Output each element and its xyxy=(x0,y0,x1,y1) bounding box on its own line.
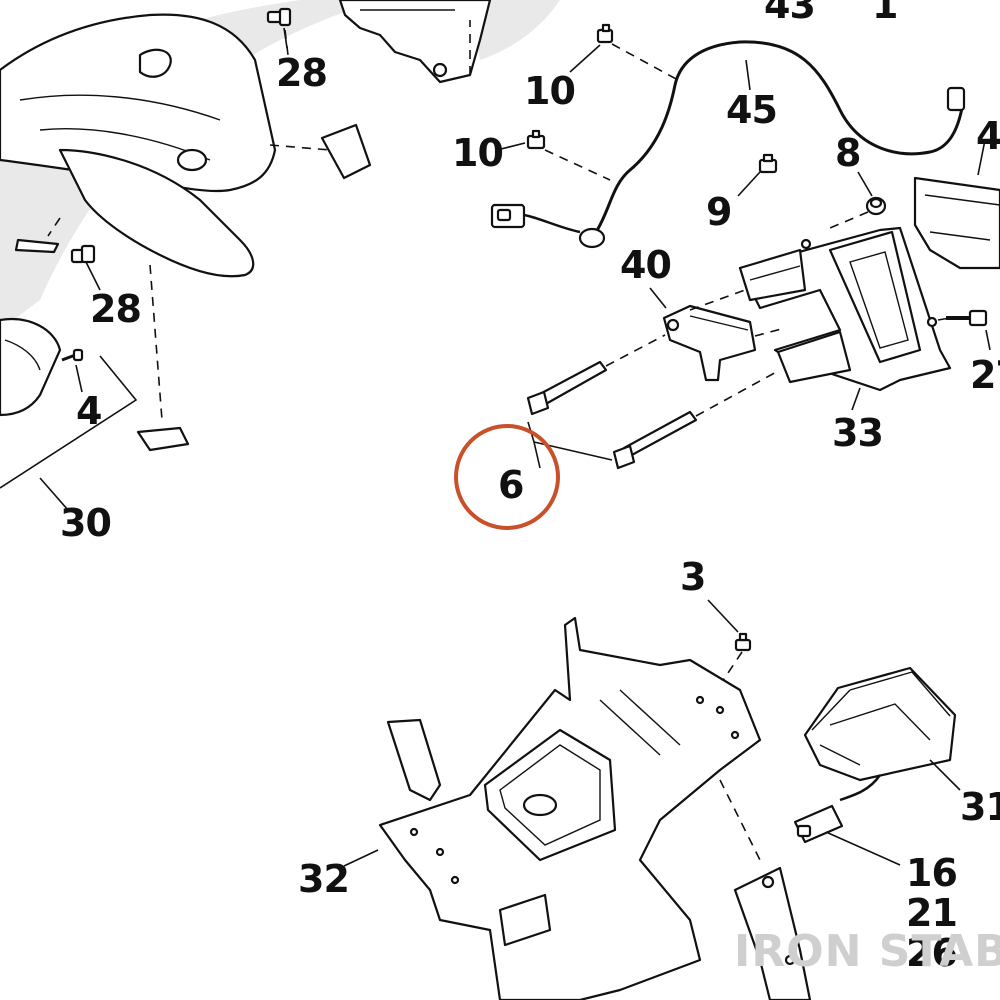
lower-bracket xyxy=(733,866,812,1000)
frame-33 xyxy=(738,226,952,392)
bolt-6-upper xyxy=(526,360,608,416)
callout-30: 30 xyxy=(60,501,111,545)
callout-10-top: 10 xyxy=(524,69,575,113)
callout-28-lower: 28 xyxy=(90,287,141,331)
callout-32: 32 xyxy=(298,857,349,901)
tray-32 xyxy=(378,616,762,1000)
clip-10-mid xyxy=(526,129,546,150)
watermark: IRON STABLE xyxy=(734,926,1000,977)
bracket-40 xyxy=(662,304,757,382)
fairing-housing xyxy=(0,13,277,417)
connector-plug xyxy=(490,203,581,234)
background-swoosh xyxy=(470,0,560,60)
stud-9 xyxy=(758,153,778,174)
callout-10-mid: 10 xyxy=(452,131,503,175)
callout-9: 9 xyxy=(706,190,731,234)
bolt-6-lower xyxy=(612,410,698,470)
callout-43: 43 xyxy=(764,0,815,27)
cable-45 xyxy=(594,40,964,233)
callout-3: 3 xyxy=(680,555,705,599)
callout-45: 45 xyxy=(726,88,777,132)
callout-1: 1 xyxy=(872,0,897,27)
screw-28-top xyxy=(266,7,292,27)
clip-10-top xyxy=(596,23,614,44)
pad-lower xyxy=(136,426,190,452)
grommet xyxy=(578,227,606,249)
top-bracket xyxy=(338,0,492,84)
bolt-27 xyxy=(946,309,988,327)
screw-3 xyxy=(734,632,752,652)
screw-28-lower xyxy=(70,244,96,264)
callout-26: 26 xyxy=(906,931,957,975)
bracket-41 xyxy=(913,176,1000,270)
pad-left xyxy=(14,238,60,254)
callout-6: 6 xyxy=(498,463,523,507)
callout-33: 33 xyxy=(832,411,883,455)
callout-40: 40 xyxy=(620,243,671,287)
callout-4: 4 xyxy=(76,389,101,433)
cable-end-connector xyxy=(946,86,966,112)
bushing-8 xyxy=(865,196,887,216)
connector-16 xyxy=(793,804,844,844)
callout-41: 41 xyxy=(976,114,1000,158)
callout-16: 16 xyxy=(906,851,957,895)
highlight-circle xyxy=(454,424,560,530)
pad-upper xyxy=(320,123,372,180)
module-31 xyxy=(803,666,957,782)
callout-31: 31 xyxy=(960,785,1000,829)
callout-21: 21 xyxy=(906,891,957,935)
callout-8: 8 xyxy=(835,131,860,175)
screw-4 xyxy=(61,348,84,362)
callout-28-top: 28 xyxy=(276,51,327,95)
module-cable xyxy=(839,774,882,802)
callout-27: 27 xyxy=(970,353,1000,397)
